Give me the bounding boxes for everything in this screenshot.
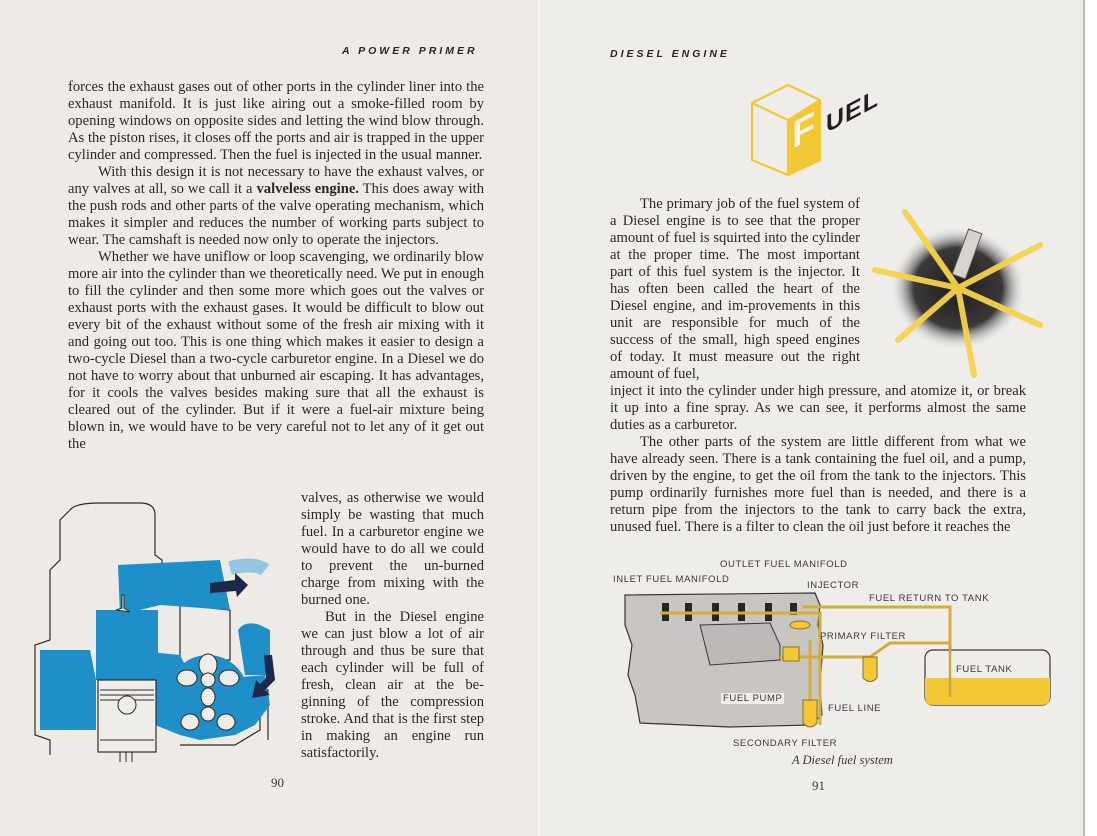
- paragraph: The other parts of the system are little…: [610, 434, 1026, 535]
- intake-arrow-icon: [252, 655, 275, 698]
- label-outlet-fuel-manifold: OUTLET FUEL MANIFOLD: [720, 559, 848, 570]
- label-fuel-pump: FUEL PUMP: [721, 693, 785, 704]
- running-head-left: A POWER PRIMER: [342, 45, 478, 57]
- label-primary-filter: PRIMARY FILTER: [820, 631, 907, 642]
- paragraph: inject it into the cylinder under high p…: [610, 383, 1026, 433]
- page-number-left: 90: [271, 775, 284, 790]
- exhaust-arrow-icon: [210, 573, 248, 597]
- paragraph: But in the Diesel engine we can just blo…: [301, 609, 484, 761]
- left-body-top: forces the exhaust gases out of other po…: [68, 79, 484, 453]
- injector-spray-illustration: [872, 209, 1043, 378]
- label-injector: INJECTOR: [807, 580, 860, 591]
- paragraph: The primary job of the fuel system of a …: [610, 196, 860, 382]
- page-edge: [1083, 0, 1085, 836]
- running-head-right: DIESEL ENGINE: [610, 48, 730, 60]
- label-inlet-fuel-manifold: INLET FUEL MANIFOLD: [613, 574, 730, 585]
- left-body-column: valves, as otherwise we would simply be …: [301, 490, 484, 762]
- left-page: A POWER PRIMER forces the exhaust gases …: [0, 0, 538, 836]
- right-body-column: The primary job of the fuel system of a …: [610, 196, 860, 383]
- paragraph: valves, as otherwise we would simply be …: [301, 490, 484, 608]
- diagram-caption: A Diesel fuel system: [792, 753, 893, 767]
- engine-cross-section-illustration: [34, 502, 275, 762]
- label-fuel-line: FUEL LINE: [828, 703, 882, 714]
- right-page: DIESEL ENGINE F UEL The primary job of t…: [540, 0, 1083, 836]
- label-fuel-tank: FUEL TANK: [956, 664, 1013, 675]
- paragraph: Whether we have uniflow or loop scavengi…: [68, 249, 484, 452]
- label-secondary-filter: SECONDARY FILTER: [733, 738, 838, 749]
- label-fuel-return-to-tank: FUEL RETURN TO TANK: [869, 593, 990, 604]
- page-gutter: [538, 0, 540, 836]
- paragraph: forces the exhaust gases out of other po…: [68, 79, 484, 163]
- right-body-full: inject it into the cylinder under high p…: [610, 383, 1026, 536]
- fuel-title-cube-icon: [750, 83, 822, 177]
- bold-term: valveless engine.: [256, 181, 359, 197]
- page-number-right: 91: [812, 778, 825, 793]
- paragraph: With this design it is not necessary to …: [68, 164, 484, 248]
